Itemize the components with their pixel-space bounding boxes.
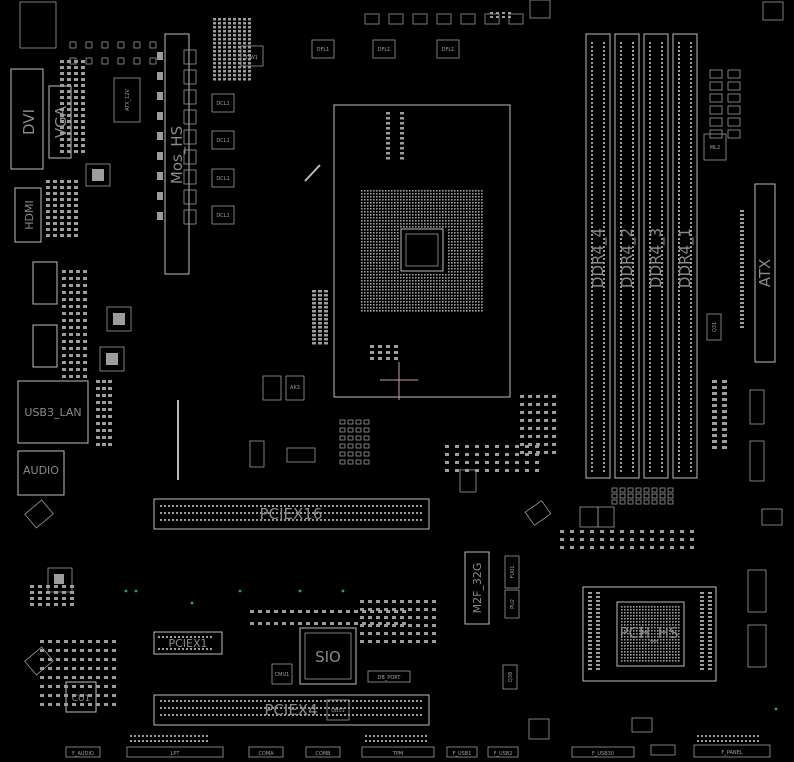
dvi-connector xyxy=(10,68,44,170)
usb3-lan-connector xyxy=(17,380,89,444)
cpu-center xyxy=(400,228,444,272)
atx12v-label: ATX_12V xyxy=(125,89,131,111)
dcl1-c-label: DCL1 xyxy=(216,176,229,182)
cpu-socket-area xyxy=(304,104,511,400)
atx-label: ATX xyxy=(756,259,774,288)
bottom-headers: F_AUDIO LPT COMA COMB TPM F_USB1 F_USB2 … xyxy=(65,735,771,758)
atx-connector xyxy=(754,183,776,363)
audio-label: AUDIO xyxy=(23,464,59,477)
pciex1-pins xyxy=(158,636,212,650)
dw1-label: DW1 xyxy=(246,55,258,61)
hdmi-connector xyxy=(14,187,42,243)
pciex4-label: PCIEX4 xyxy=(264,701,317,719)
dimm-pins xyxy=(591,42,692,472)
dvi-label: DVI xyxy=(20,109,38,135)
ak3-label: AK3 xyxy=(290,385,300,391)
pch-chip xyxy=(616,601,685,667)
dimm-slots: DDR4_4 DDR4_2 DDR4_3 DDR4_1 xyxy=(585,33,698,479)
fu01-label: FU01 xyxy=(510,566,516,579)
cu1-label: CU1 xyxy=(72,694,91,704)
cpu-capacitors xyxy=(312,112,404,360)
pch-label: PCH_HS xyxy=(619,624,678,643)
cpu-socket xyxy=(333,104,511,398)
sio-chip xyxy=(299,627,357,685)
pciex4-slot xyxy=(153,694,430,726)
dfl1-b-label: DFL1 xyxy=(378,47,391,53)
dimm-slot-1 xyxy=(672,33,698,479)
dcl1-d-label: DCL1 xyxy=(216,213,229,219)
pch-area: PCH_HS M2F_32G FU01 PU2 Q38 xyxy=(459,469,767,733)
m2-slot xyxy=(464,551,490,625)
header-pins xyxy=(130,735,759,742)
usb-port-1 xyxy=(32,261,58,305)
pciex16-pins xyxy=(160,505,422,521)
dimm-slot-4 xyxy=(585,33,611,479)
f-panel-label: F_PANEL xyxy=(721,750,742,756)
mos-hs-label: Mos_HS xyxy=(168,126,187,184)
ddr4-1-label: DDR4_1 xyxy=(676,228,695,288)
pch-pads xyxy=(588,487,712,670)
f-usb2-label: F_USB2 xyxy=(494,751,513,757)
scattered-pads xyxy=(30,12,694,706)
coma-label: COMA xyxy=(258,751,274,757)
hdmi-label: HDMI xyxy=(23,200,36,229)
usb-port-2 xyxy=(32,324,58,368)
m2f-label: M2F_32G xyxy=(471,563,484,614)
q31-label: Q31 xyxy=(712,322,718,332)
tpm-label: TPM xyxy=(392,751,403,757)
dcl1-b-label: DCL1 xyxy=(216,138,229,144)
vrm-area: Mos_HS DW1 DCL1 DCL1 DCL1 DCL1 DFL1 DFL1… xyxy=(157,18,460,275)
atx12v-connector xyxy=(113,77,141,123)
ml2-label: ML2 xyxy=(710,145,720,151)
lpt-label: LPT xyxy=(171,751,181,757)
dimm-slot-3 xyxy=(643,33,669,479)
io-panel: DVI VGA ATX_12V HDMI USB3_LAN AUDIO xyxy=(10,1,141,496)
pciex1-slot xyxy=(153,631,223,655)
f-usb1-label: F_USB1 xyxy=(453,751,472,757)
atx-area: ATX ML2 Q31 xyxy=(529,0,784,526)
choke-pads xyxy=(157,49,197,225)
comb-label: COMB xyxy=(315,751,331,757)
right-pads xyxy=(709,69,744,449)
ddr4-4-label: DDR4_4 xyxy=(589,228,608,288)
qb01-label: QB01 xyxy=(331,708,345,714)
pciex4-pins xyxy=(160,700,422,716)
ddr4-2-label: DDR4_2 xyxy=(618,228,637,288)
sio-label: SIO xyxy=(315,648,341,666)
pch-heatsink xyxy=(582,586,717,682)
ddr4-3-label: DDR4_3 xyxy=(647,228,666,288)
pciex16-area: PCIEX16 AK3 xyxy=(153,375,430,530)
left-components: CU1 xyxy=(24,163,132,713)
db-port-label: DB_PORT xyxy=(378,675,402,681)
cmu1-label: CMU1 xyxy=(275,672,290,678)
audio-connector xyxy=(17,450,65,496)
dcl1-a-label: DCL1 xyxy=(216,101,229,107)
pch-pin-grid xyxy=(621,606,680,662)
pu2-label: PU2 xyxy=(510,599,516,609)
pciex16-label: PCIEX16 xyxy=(260,505,323,523)
f-usb30-label: F_USB30 xyxy=(592,751,614,757)
lower-slots: PCIEX1 PCIEX4 SIO DB_PORT CMU1 QB01 xyxy=(153,627,550,740)
vrm-pad-grid xyxy=(213,18,251,81)
pciex1-label: PCIEX1 xyxy=(168,637,207,650)
q38-label: Q38 xyxy=(508,672,514,682)
mos-heatsink xyxy=(164,33,190,275)
dfl1-a-label: DFL1 xyxy=(317,47,330,53)
dimm-slot-2 xyxy=(614,33,640,479)
test-points xyxy=(124,589,778,711)
cpu-pin-grid xyxy=(361,190,483,312)
dfl1-c-label: DFL1 xyxy=(442,47,455,53)
pciex16-slot xyxy=(153,498,430,530)
f-audio-label: F_AUDIO xyxy=(72,751,94,757)
usb3-lan-label: USB3_LAN xyxy=(24,406,81,419)
